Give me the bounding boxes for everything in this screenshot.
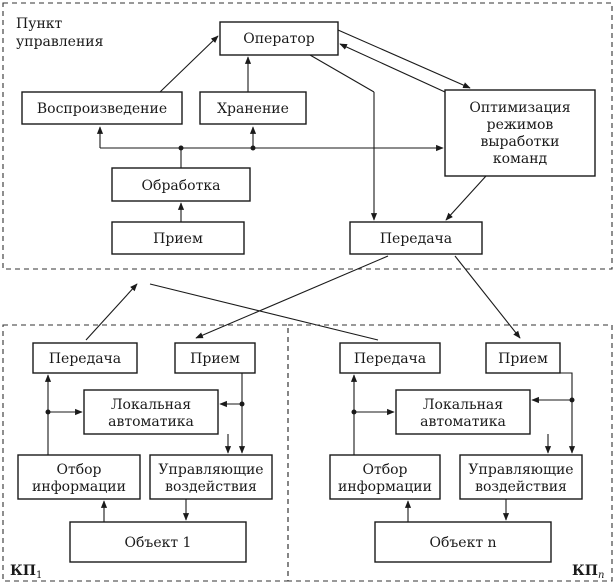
storage-label: Хранение	[217, 101, 289, 117]
arrow-optimization-to-operator	[339, 43, 446, 93]
kp1-info-block: Отбор информации	[17, 454, 141, 500]
arrow-operator-to-transmit	[309, 54, 375, 93]
optimization-label-line3: выработки	[480, 134, 559, 150]
kpn-local-automation-block: Локальная автоматика	[395, 389, 531, 435]
kp1-control-block: Управляющие воздействия	[149, 454, 273, 500]
optimization-block: Оптимизация режимов выработки команд	[444, 89, 596, 177]
playback-label: Воспроизведение	[37, 101, 167, 117]
station-n-region	[287, 324, 613, 582]
kp1-info-label-line2: информации	[32, 479, 126, 495]
cp-receive-label: Прием	[153, 231, 203, 247]
cp-transmit-block: Передача	[349, 221, 483, 255]
junction-dot	[250, 145, 256, 151]
kpn-transmit-block: Передача	[339, 342, 441, 374]
arrow-kp1-transmit-to-cp-receive	[85, 283, 138, 341]
control-point-title-line1: Пункт	[16, 16, 63, 32]
kp1-info-label-line1: Отбор	[56, 462, 101, 478]
kp1-control-label-line2: воздействия	[165, 479, 257, 495]
arrow-operator-to-optimization	[337, 29, 471, 89]
storage-block: Хранение	[199, 91, 307, 125]
kpn-object-label: Объект n	[429, 535, 496, 551]
kp1-control-label-line1: Управляющие	[158, 462, 263, 478]
kpn-local-label-line1: Локальная	[423, 397, 503, 413]
kpn-info-block: Отбор информации	[329, 454, 441, 500]
playback-block: Воспроизведение	[21, 91, 183, 125]
kpn-control-label-line1: Управляющие	[468, 462, 573, 478]
kpn-receive-label: Прием	[498, 351, 548, 367]
optimization-label-line4: команд	[493, 151, 548, 167]
junction-dot	[351, 409, 357, 415]
kpn-transmit-label: Передача	[354, 351, 426, 367]
arrow-optimization-to-transmit	[445, 175, 487, 221]
kp1-receive-label: Прием	[190, 351, 240, 367]
kpn-receive-block: Прием	[485, 342, 561, 374]
optimization-label-line2: режимов	[487, 117, 554, 133]
arrow-playback-to-operator	[159, 35, 219, 93]
kp1-object-label: Объект 1	[125, 535, 192, 551]
operator-block: Оператор	[219, 21, 339, 56]
arrow-kpn-transmit-to-cp-receive	[149, 283, 379, 341]
control-point-title-line2: управления	[16, 34, 104, 50]
kpn-info-label-line2: информации	[338, 479, 432, 495]
arrow-cp-transmit-to-kpn-receive	[454, 255, 521, 339]
kp1-transmit-label: Передача	[49, 351, 121, 367]
cp-transmit-label: Передача	[380, 231, 452, 247]
junction-dot	[569, 397, 575, 403]
kp1-receive-block: Прием	[174, 342, 256, 374]
kp1-label: КП1	[10, 563, 42, 581]
kpn-object-block: Объект n	[374, 521, 552, 563]
kpn-local-label-line2: автоматика	[420, 414, 506, 430]
junction-dot	[239, 401, 245, 407]
processing-block: Обработка	[111, 167, 251, 202]
kpn-receive-down	[560, 372, 576, 454]
kp1-local-label-line2: автоматика	[108, 414, 194, 430]
kp1-local-label-line1: Локальная	[111, 397, 191, 413]
kpn-info-label-line1: Отбор	[362, 462, 407, 478]
kpn-label: КПn	[572, 563, 604, 581]
operator-label: Оператор	[243, 31, 315, 47]
kp1-object-block: Объект 1	[69, 521, 247, 563]
kp1-local-automation-block: Локальная автоматика	[83, 389, 219, 435]
kp1-transmit-block: Передача	[32, 342, 138, 374]
optimization-label-line1: Оптимизация	[469, 100, 570, 116]
junction-dot	[178, 145, 184, 151]
control-point-region	[2, 2, 613, 270]
station-1-region	[2, 324, 289, 582]
junction-dot	[45, 409, 51, 415]
cp-receive-block: Прием	[111, 221, 245, 255]
processing-label: Обработка	[142, 178, 221, 194]
arrow-cp-transmit-to-kp1-receive	[195, 255, 389, 339]
kpn-control-block: Управляющие воздействия	[459, 454, 583, 500]
kpn-control-label-line2: воздействия	[475, 479, 567, 495]
